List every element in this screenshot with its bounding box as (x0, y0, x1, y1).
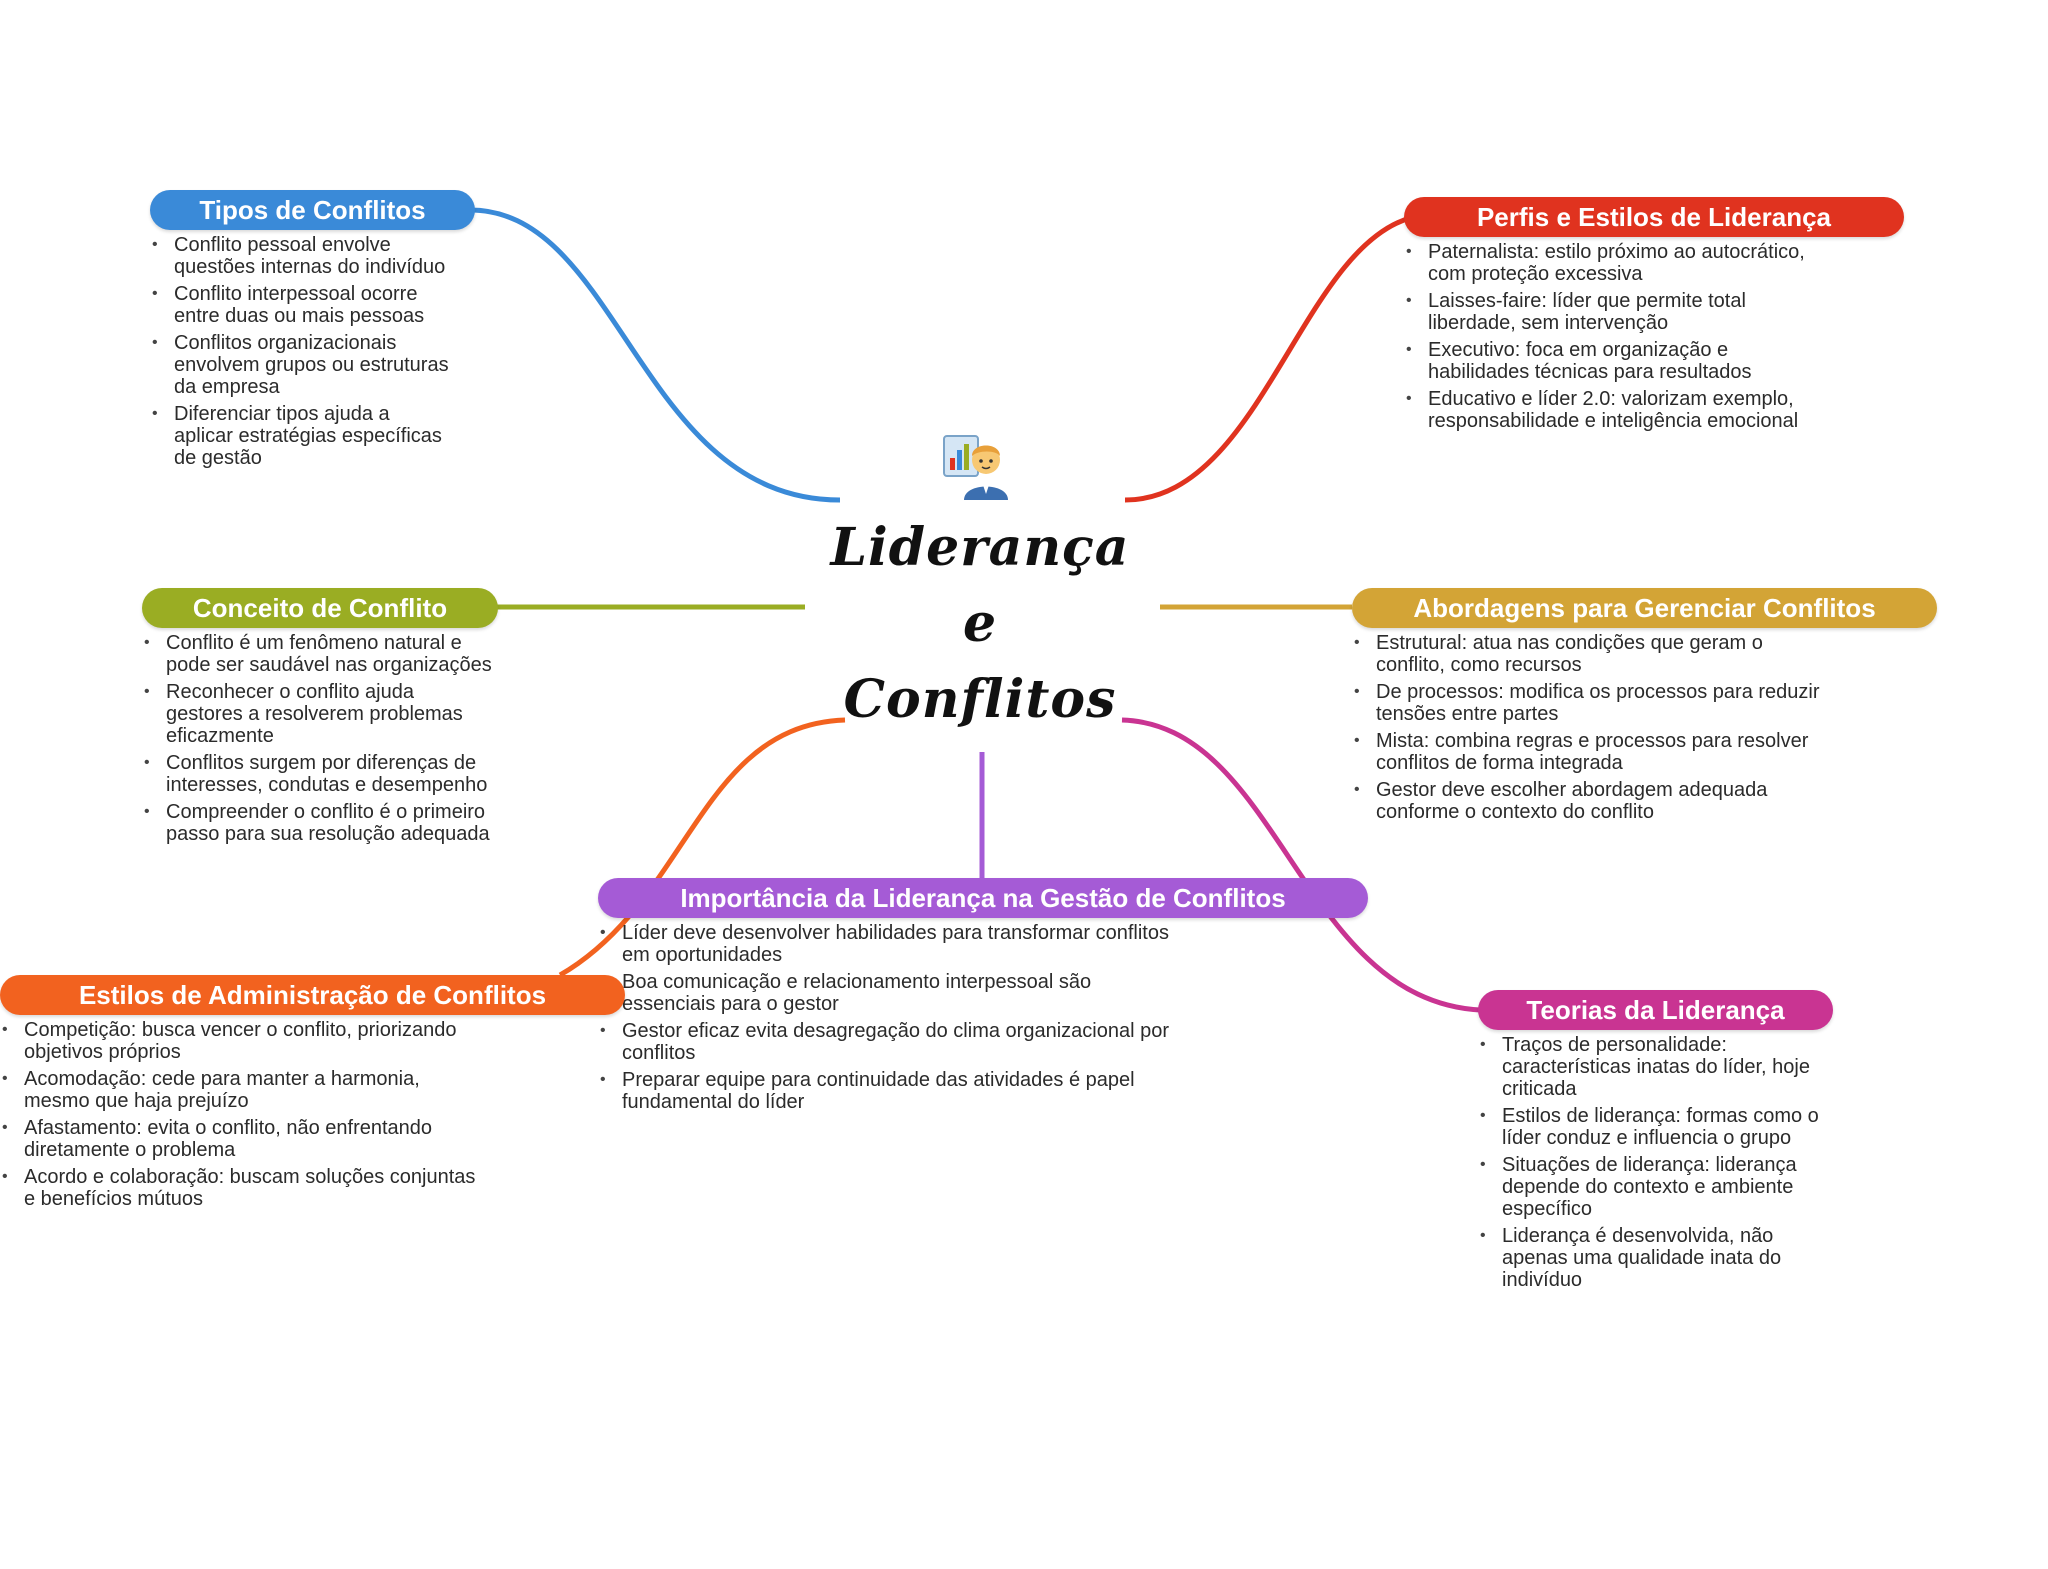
list-item: Mista: combina regras e processos para r… (1352, 730, 1832, 774)
list-item: Conflito interpessoal ocorre entre duas … (150, 283, 450, 327)
branch-perfis-label: Perfis e Estilos de Liderança (1476, 201, 1832, 232)
branch-estilos-title[interactable]: Estilos de Administração de Conflitos (0, 975, 625, 1015)
list-item: Estilos de liderança: formas como o líde… (1478, 1105, 1833, 1149)
list-item: Boa comunicação e relacionamento interpe… (598, 971, 1178, 1015)
connector-tipos (469, 207, 841, 503)
branch-tipos-title[interactable]: Tipos de Conflitos (150, 190, 475, 230)
list-item: Reconhecer o conflito ajuda gestores a r… (142, 681, 492, 747)
list-item: Conflitos organizacionais envolvem grupo… (150, 332, 450, 398)
branch-conceito-list: Conflito é um fenômeno natural e pode se… (142, 632, 492, 850)
list-item: Conflitos surgem por diferenças de inter… (142, 752, 492, 796)
branch-teorias-label: Teorias da Liderança (1526, 994, 1785, 1025)
list-item: Executivo: foca em organização e habilid… (1404, 339, 1824, 383)
list-item: Gestor deve escolher abordagem adequada … (1352, 779, 1832, 823)
list-item: Situações de liderança: liderança depend… (1478, 1154, 1833, 1220)
list-item: De processos: modifica os processos para… (1352, 681, 1832, 725)
branch-importancia-list: Líder deve desenvolver habilidades para … (598, 922, 1178, 1118)
list-item: Estrutural: atua nas condições que geram… (1352, 632, 1832, 676)
person-with-chart-icon (943, 435, 1008, 500)
branch-perfis-list: Paternalista: estilo próximo ao autocrát… (1404, 241, 1824, 437)
list-item: Traços de personalidade: características… (1478, 1034, 1833, 1100)
branch-tipos-label: Tipos de Conflitos (199, 194, 426, 225)
list-item: Educativo e líder 2.0: valorizam exemplo… (1404, 388, 1824, 432)
list-item: Afastamento: evita o conflito, não enfre… (0, 1117, 480, 1161)
list-item: Gestor eficaz evita desagregação do clim… (598, 1020, 1178, 1064)
central-topic: Liderança e Conflitos (830, 430, 1130, 760)
branch-conceito-title[interactable]: Conceito de Conflito (142, 588, 498, 628)
branch-abordagens-list: Estrutural: atua nas condições que geram… (1352, 632, 1832, 828)
branch-estilos-list: Competição: busca vencer o conflito, pri… (0, 1019, 480, 1215)
central-title-line2: e (962, 593, 998, 654)
central-title: Liderança e Conflitos (830, 510, 1130, 738)
branch-perfis-title[interactable]: Perfis e Estilos de Liderança (1404, 197, 1904, 237)
list-item: Laisses-faire: líder que permite total l… (1404, 290, 1824, 334)
list-item: Acomodação: cede para manter a harmonia,… (0, 1068, 480, 1112)
list-item: Conflito é um fenômeno natural e pode se… (142, 632, 492, 676)
branch-estilos-label: Estilos de Administração de Conflitos (78, 979, 547, 1010)
list-item: Conflito pessoal envolve questões intern… (150, 234, 450, 278)
list-item: Diferenciar tipos ajuda a aplicar estrat… (150, 403, 450, 469)
connector-teorias (1121, 717, 1481, 1013)
branch-abordagens-label: Abordagens para Gerenciar Conflitos (1413, 592, 1876, 623)
branch-conceito-label: Conceito de Conflito (192, 592, 448, 623)
list-item: Paternalista: estilo próximo ao autocrát… (1404, 241, 1824, 285)
branch-importancia-title[interactable]: Importância da Liderança na Gestão de Co… (598, 878, 1368, 918)
branch-importancia-label: Importância da Liderança na Gestão de Co… (680, 882, 1286, 913)
list-item: Acordo e colaboração: buscam soluções co… (0, 1166, 480, 1210)
central-title-line3: Conflitos (843, 669, 1117, 730)
branch-teorias-list: Traços de personalidade: características… (1478, 1034, 1833, 1296)
list-item: Liderança é desenvolvida, não apenas uma… (1478, 1225, 1833, 1291)
list-item: Competição: busca vencer o conflito, pri… (0, 1019, 480, 1063)
branch-tipos-list: Conflito pessoal envolve questões intern… (150, 234, 450, 474)
list-item: Compreender o conflito é o primeiro pass… (142, 801, 492, 845)
central-title-line1: Liderança (830, 517, 1130, 578)
branch-teorias-title[interactable]: Teorias da Liderança (1478, 990, 1833, 1030)
list-item: Líder deve desenvolver habilidades para … (598, 922, 1178, 966)
list-item: Preparar equipe para continuidade das at… (598, 1069, 1178, 1113)
branch-abordagens-title[interactable]: Abordagens para Gerenciar Conflitos (1352, 588, 1937, 628)
connector-perfis (1124, 215, 1411, 503)
